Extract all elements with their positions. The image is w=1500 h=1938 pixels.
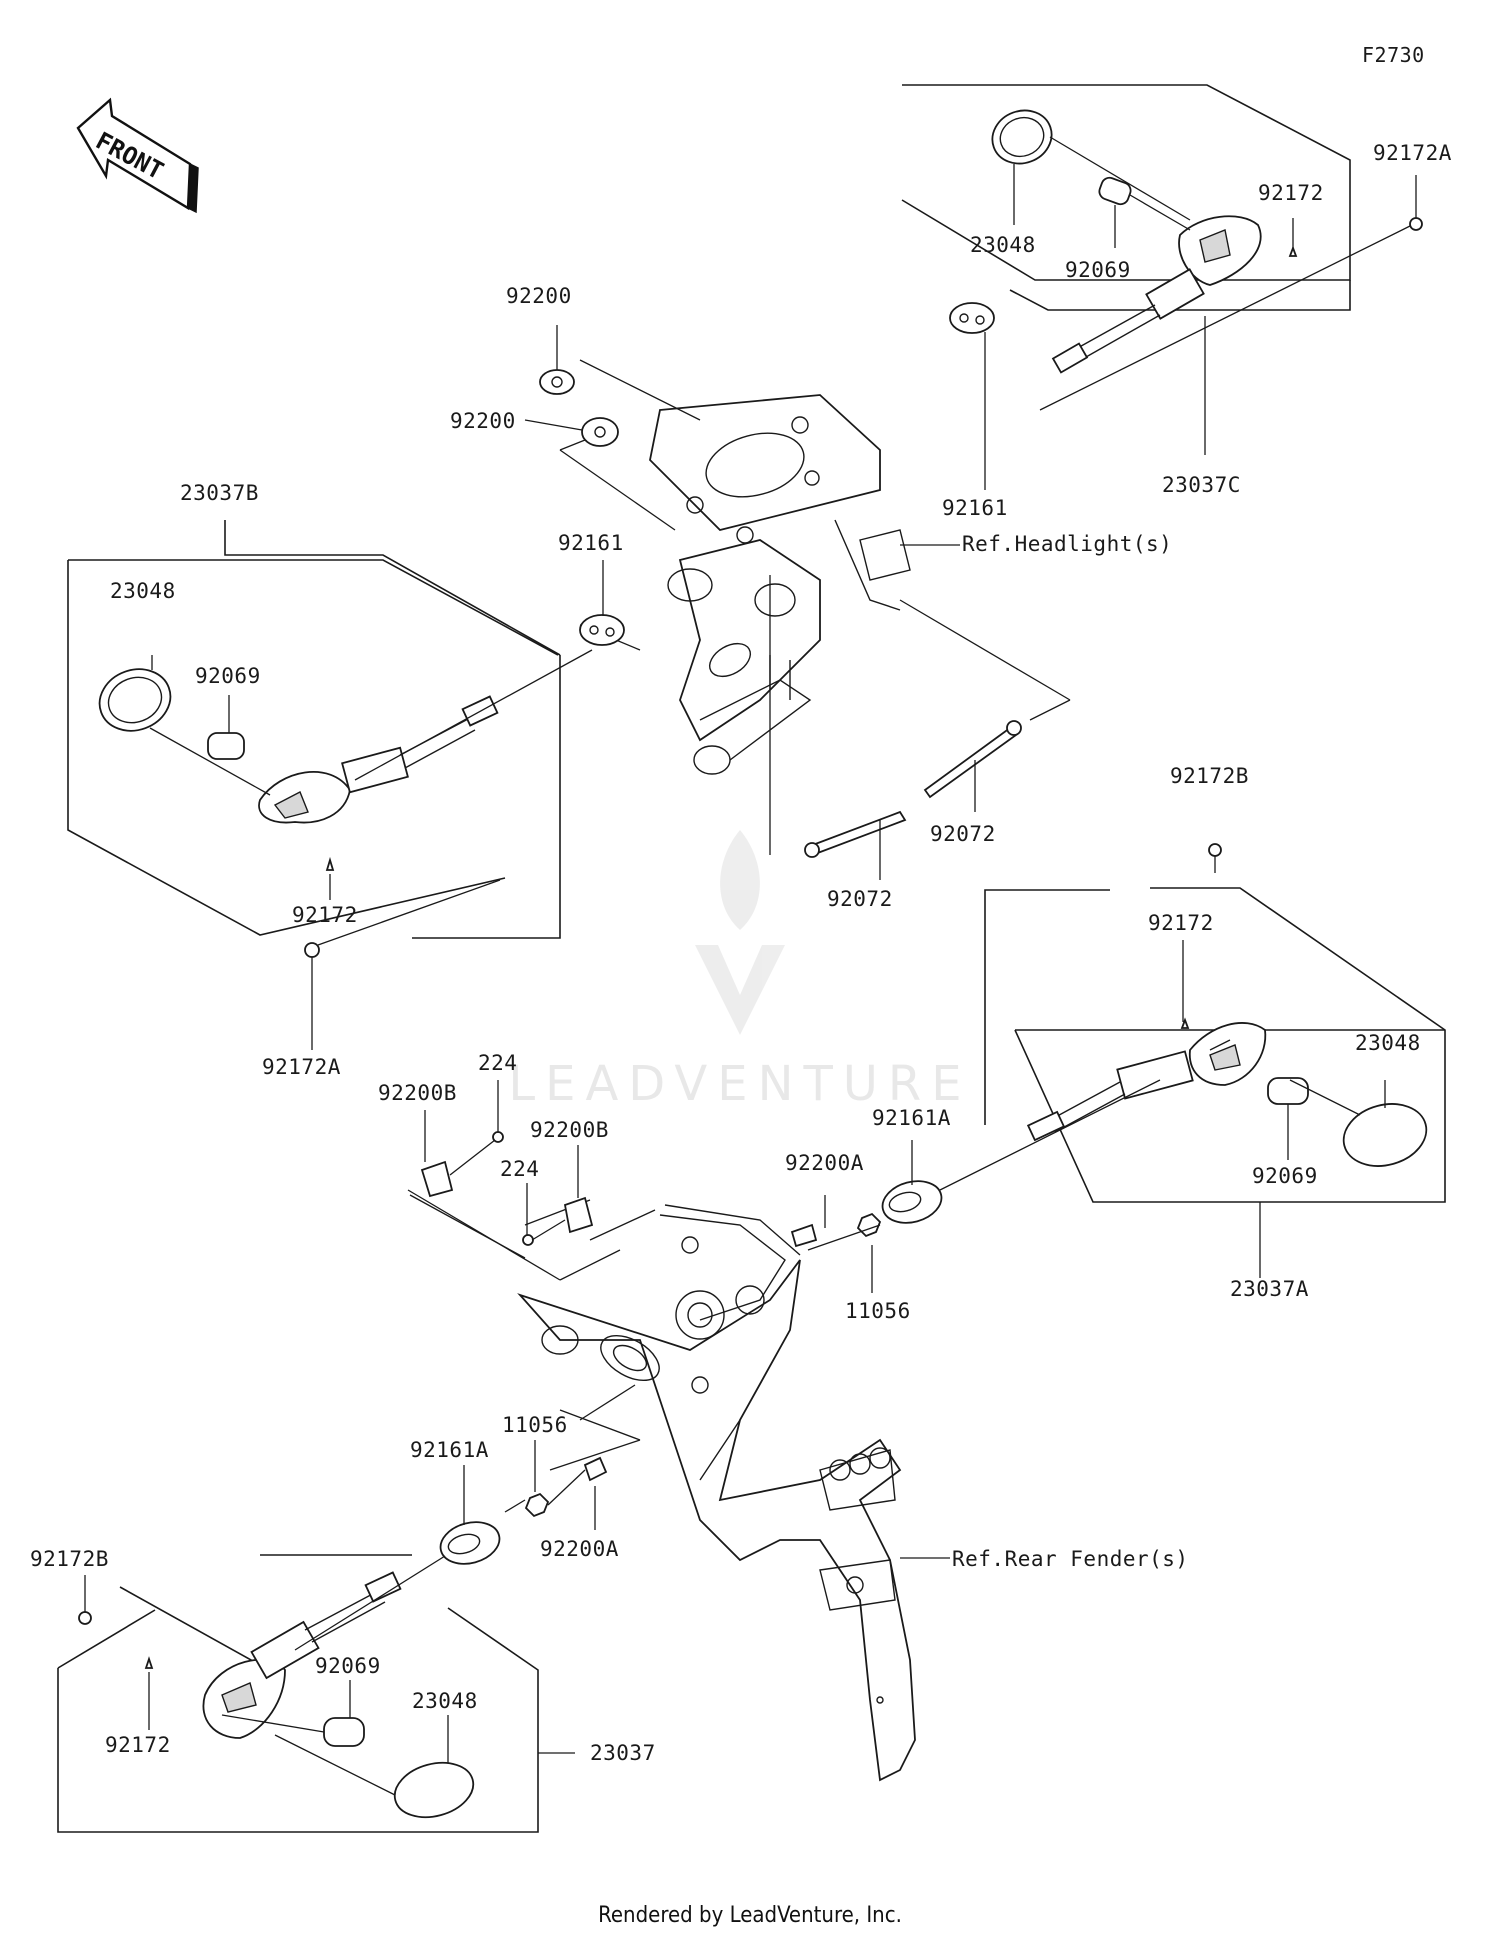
- assembly-23037A: [790, 843, 1446, 1293]
- grommets-top: [524, 302, 995, 646]
- assembly-23037C: [901, 84, 1423, 455]
- label-92172-top: 92172: [1258, 181, 1324, 205]
- label-23037C: 23037C: [1162, 473, 1241, 497]
- clips-224-92200B: [409, 1080, 594, 1259]
- label-23048-left: 23048: [110, 579, 176, 603]
- label-11056-left: 11056: [502, 1413, 568, 1437]
- label-ref-headlight: Ref.Headlight(s): [962, 532, 1172, 556]
- label-92172-right: 92172: [1148, 911, 1214, 935]
- label-92072-a: 92072: [827, 887, 893, 911]
- label-92069-bl: 92069: [315, 1654, 381, 1678]
- rear-fender: [407, 1189, 950, 1782]
- label-92161A-left: 92161A: [410, 1438, 489, 1462]
- label-11056-right: 11056: [845, 1299, 911, 1323]
- label-92200-b: 92200: [450, 409, 516, 433]
- label-92069-left: 92069: [195, 664, 261, 688]
- figure-id: F2730: [1362, 43, 1425, 67]
- label-92161-left: 92161: [558, 531, 624, 555]
- label-ref-rear-fender: Ref.Rear Fender(s): [952, 1547, 1189, 1571]
- label-92172A-top: 92172A: [1373, 141, 1452, 165]
- label-92200-a: 92200: [506, 284, 572, 308]
- wire-ties: [804, 720, 1022, 880]
- assembly-23037: [57, 1440, 608, 1833]
- label-224-a: 224: [478, 1051, 517, 1075]
- label-224-b: 224: [500, 1157, 539, 1181]
- assembly-23037B: [67, 520, 593, 1050]
- label-92172B-left: 92172B: [30, 1547, 109, 1571]
- part-labels: 92172A 92172 23048 92069 23037C 92161 92…: [30, 141, 1452, 1765]
- label-92200B-b: 92200B: [530, 1118, 609, 1142]
- label-92200A-left: 92200A: [540, 1537, 619, 1561]
- watermark: LEADVENTURE: [508, 830, 971, 1112]
- label-92069-right: 92069: [1252, 1164, 1318, 1188]
- label-23048-top: 23048: [970, 233, 1036, 257]
- label-92172B-right: 92172B: [1170, 764, 1249, 788]
- footer-credit: Rendered by LeadVenture, Inc.: [598, 1903, 902, 1928]
- label-92172A-left: 92172A: [262, 1055, 341, 1079]
- label-92072-b: 92072: [930, 822, 996, 846]
- label-92200B-a: 92200B: [378, 1081, 457, 1105]
- label-92069-top: 92069: [1065, 258, 1131, 282]
- label-23048-right: 23048: [1355, 1031, 1421, 1055]
- label-23048-bl: 23048: [412, 1689, 478, 1713]
- label-23037A: 23037A: [1230, 1277, 1309, 1301]
- label-23037B: 23037B: [180, 481, 259, 505]
- label-92200A-right: 92200A: [785, 1151, 864, 1175]
- front-arrow-icon: FRONT: [76, 97, 199, 214]
- label-92161-right: 92161: [942, 496, 1008, 520]
- headlight-bracket: [559, 359, 1071, 855]
- label-92172-bl: 92172: [105, 1733, 171, 1757]
- watermark-text: LEADVENTURE: [508, 1056, 971, 1112]
- label-92172-left: 92172: [292, 903, 358, 927]
- label-23037: 23037: [590, 1741, 656, 1765]
- label-92161A-right: 92161A: [872, 1106, 951, 1130]
